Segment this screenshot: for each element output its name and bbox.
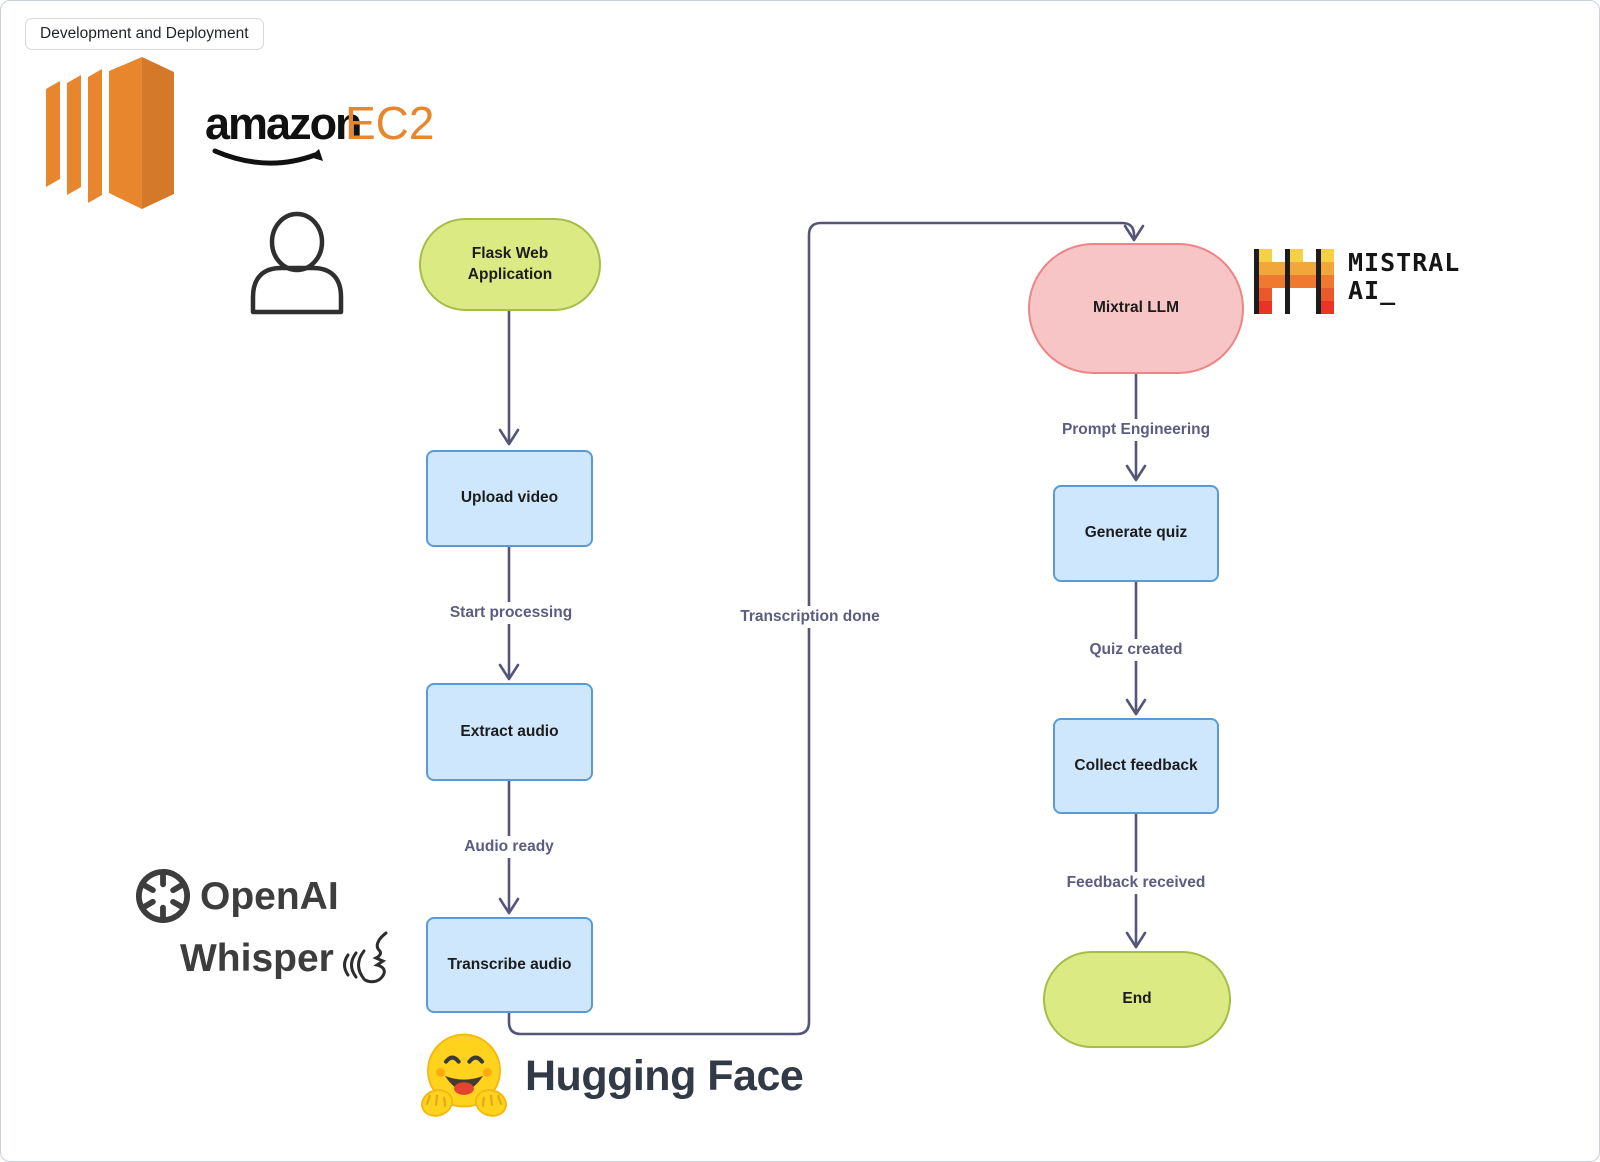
openai-icon — [136, 868, 190, 924]
arrowhead-transcribe — [498, 897, 520, 915]
amazon-smile-icon — [212, 148, 323, 166]
arrowhead-mixtral — [1123, 224, 1145, 242]
arrowhead-end — [1125, 931, 1147, 949]
edge-label-audio-ready: Audio ready — [456, 836, 562, 858]
edge-label-feedback-received: Feedback received — [1058, 872, 1214, 894]
node-generate-quiz: Generate quiz — [1053, 485, 1219, 582]
arrowhead-extract — [498, 663, 520, 681]
mistral-wordmark-line1: MISTRAL — [1348, 248, 1461, 277]
ec2-wordmark: EC2 — [345, 97, 435, 149]
whisper-voice-icon — [342, 931, 388, 984]
arrowhead-generate — [1125, 464, 1147, 482]
hugging-face-wordmark: Hugging Face — [525, 1051, 804, 1100]
hugging-face-logo: Hugging Face — [419, 1031, 804, 1121]
node-collect-feedback: Collect feedback — [1053, 718, 1219, 814]
arrowhead-collect — [1125, 698, 1147, 716]
mistral-wordmark-line2: AI_ — [1348, 276, 1397, 305]
node-extract-audio: Extract audio — [426, 683, 593, 781]
openai-wordmark: OpenAI — [200, 874, 339, 918]
edge-label-transcription-done: Transcription done — [732, 606, 888, 628]
node-end: End — [1043, 951, 1231, 1048]
amazon-wordmark: amazon — [205, 98, 363, 149]
diagram-title-badge: Development and Deployment — [25, 18, 264, 50]
openai-whisper-logo: OpenAI Whisper — [134, 867, 434, 987]
mistral-m-icon — [1254, 249, 1334, 314]
edge-label-quiz-created: Quiz created — [1081, 639, 1191, 661]
node-mixtral-llm: Mixtral LLM — [1028, 243, 1244, 374]
user-icon — [250, 211, 344, 315]
whisper-wordmark: Whisper — [180, 936, 334, 980]
node-upload-video: Upload video — [426, 450, 593, 547]
edge-label-prompt-engineering: Prompt Engineering — [1053, 419, 1219, 441]
arrowhead-upload — [498, 428, 520, 446]
mistral-ai-logo: MISTRAL AI_ — [1254, 249, 1460, 314]
edge-label-start-processing: Start processing — [441, 602, 581, 624]
aws-ec2-icon — [46, 57, 174, 209]
node-flask-web-application: Flask Web Application — [419, 218, 601, 311]
node-transcribe-audio: Transcribe audio — [426, 917, 593, 1013]
hugging-face-emoji-icon — [421, 1033, 507, 1117]
